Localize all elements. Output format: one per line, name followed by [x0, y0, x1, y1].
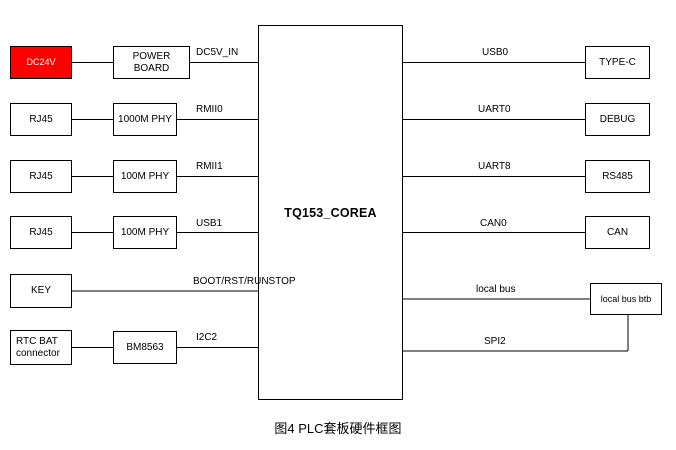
bus-label-usb0: USB0 [482, 47, 509, 58]
node-rs485: RS485 [585, 160, 650, 193]
bus-label-i2c2: I2C2 [196, 332, 218, 343]
bus-label-spi2: SPI2 [484, 336, 506, 347]
node-100m-phy-1: 100M PHY [113, 160, 177, 193]
node-1000m-phy: 1000M PHY [113, 103, 177, 136]
node-debug: DEBUG [585, 103, 650, 136]
node-tq153-corea: TQ153_COREA [258, 25, 403, 400]
node-rtc-bat-connector: RTC BAT connector [10, 330, 72, 365]
node-dc24v: DC24V [10, 46, 72, 79]
bus-label-rmii1: RMII1 [196, 161, 223, 172]
node-rj45-3: RJ45 [10, 216, 72, 249]
figure-caption: 图4 PLC套板硬件框图 [274, 421, 402, 436]
node-rj45-2: RJ45 [10, 160, 72, 193]
bus-label-uart8: UART8 [478, 161, 511, 172]
node-local-bus-btb: local bus btb [590, 283, 662, 315]
bus-label-boot-rst-runstop: BOOT/RST/RUNSTOP [193, 276, 296, 287]
node-key: KEY [10, 274, 72, 308]
bus-label-can0: CAN0 [480, 218, 507, 229]
node-rj45-1: RJ45 [10, 103, 72, 136]
node-100m-phy-2: 100M PHY [113, 216, 177, 249]
bus-label-rmii0: RMII0 [196, 104, 223, 115]
bus-label-local-bus: local bus [476, 284, 516, 295]
node-power-board: POWER BOARD [113, 46, 190, 79]
bus-label-uart0: UART0 [478, 104, 511, 115]
bus-label-usb1: USB1 [196, 218, 223, 229]
bus-label-dc5v-in: DC5V_IN [196, 47, 239, 58]
node-type-c: TYPE-C [585, 46, 650, 79]
node-can: CAN [585, 216, 650, 249]
node-bm8563: BM8563 [113, 331, 177, 364]
